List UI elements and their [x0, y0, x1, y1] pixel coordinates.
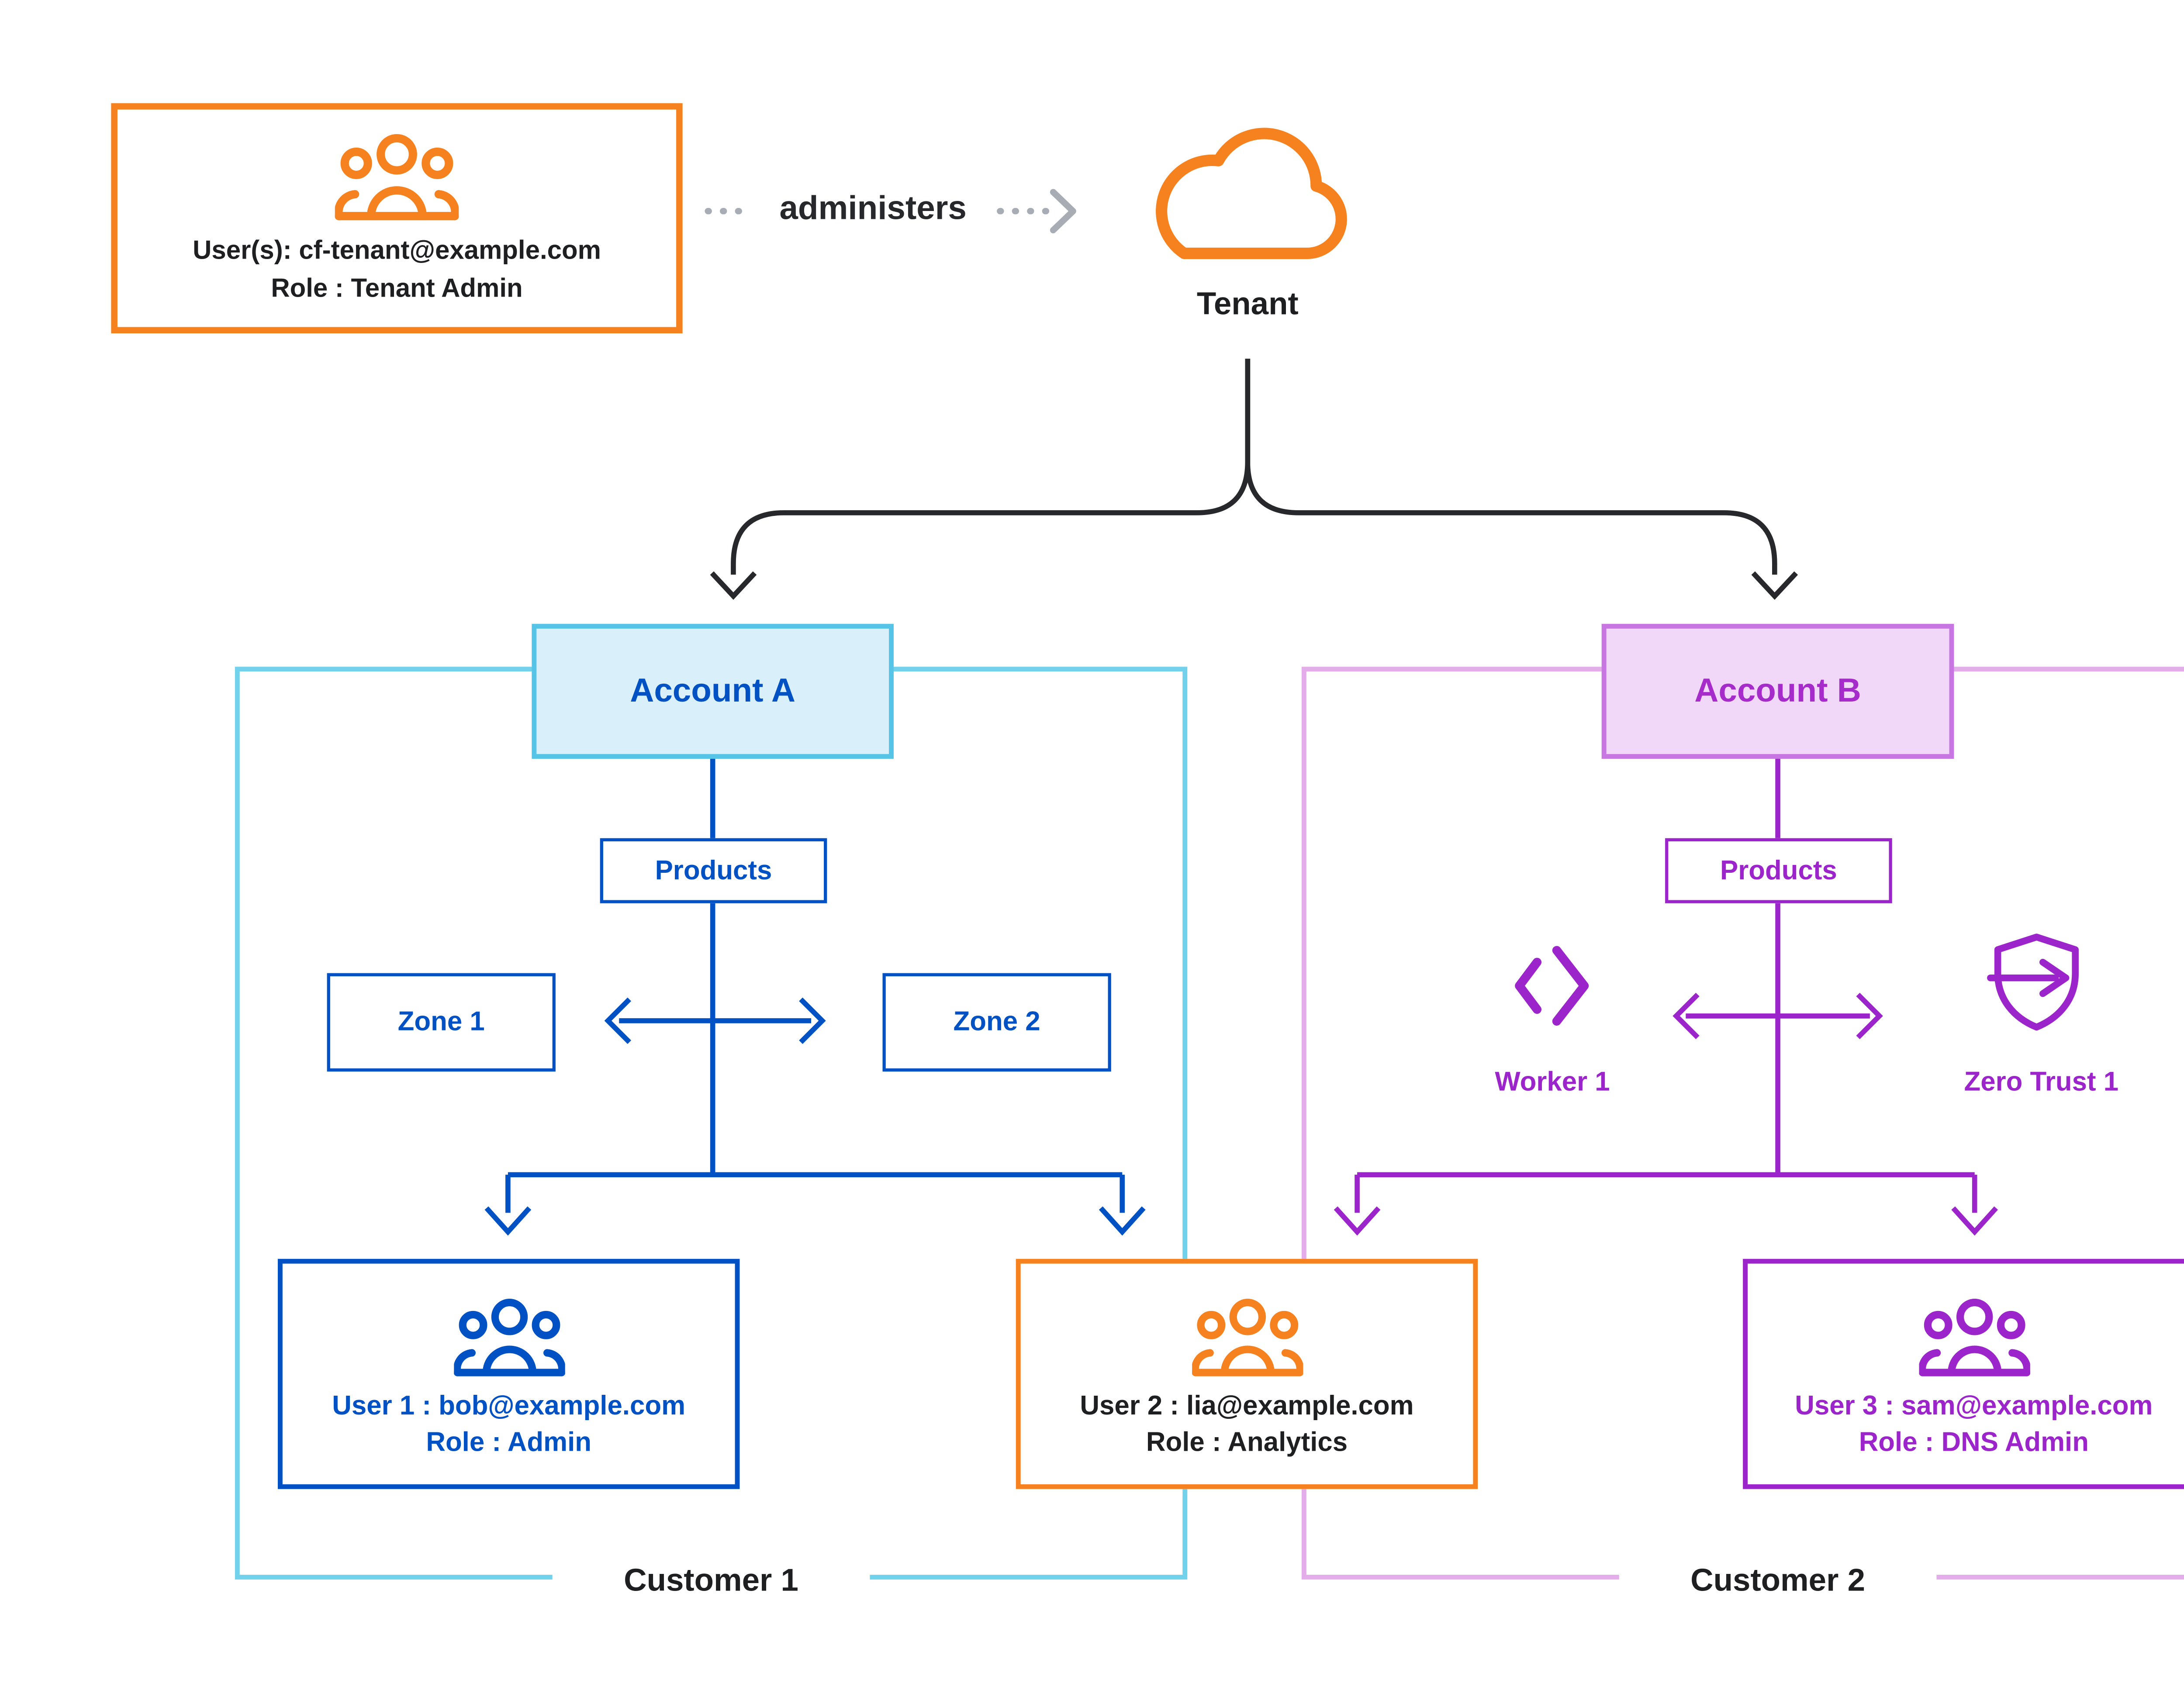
- users-group-icon: [453, 1298, 564, 1376]
- products-b-label: Products: [1720, 854, 1837, 885]
- account-a-box: Account A: [532, 624, 894, 759]
- zone1-label: Zone 1: [397, 1006, 485, 1037]
- products-a-box: Products: [600, 838, 827, 903]
- worker-label: Worker 1: [1495, 1067, 1610, 1097]
- user3-role-text: Role : DNS Admin: [1859, 1426, 2089, 1457]
- administers-label: administers: [779, 190, 967, 227]
- tenant-label: Tenant: [1196, 287, 1299, 322]
- user1-email-text: User 1 : bob@example.com: [332, 1390, 686, 1420]
- user3-email-text: User 3 : sam@example.com: [1795, 1390, 2153, 1420]
- zero-trust-shield-icon: [1984, 929, 2089, 1034]
- customer2-label: Customer 2: [1619, 1557, 1937, 1605]
- user2-email-text: User 2 : lia@example.com: [1080, 1390, 1414, 1420]
- users-group-icon: [335, 135, 459, 221]
- account-a-title: Account A: [630, 672, 796, 709]
- account-b-title: Account B: [1694, 672, 1861, 709]
- tenant-admin-role-text: Role : Tenant Admin: [271, 273, 523, 303]
- customer1-label: Customer 1: [552, 1557, 870, 1605]
- user1-role-text: Role : Admin: [426, 1426, 592, 1457]
- tenant-cloud-icon: [1121, 95, 1375, 280]
- zone2-label: Zone 2: [953, 1006, 1040, 1037]
- tenant-admin-users-text: User(s): cf-tenant@example.com: [193, 237, 601, 266]
- user2-box: User 2 : lia@example.com Role : Analytic…: [1016, 1259, 1478, 1489]
- products-a-label: Products: [655, 854, 772, 885]
- products-b-box: Products: [1665, 838, 1892, 903]
- users-group-icon: [1918, 1298, 2030, 1376]
- user3-box: User 3 : sam@example.com Role : DNS Admi…: [1743, 1259, 2184, 1489]
- user2-role-text: Role : Analytics: [1146, 1426, 1348, 1457]
- zone1-box: Zone 1: [327, 973, 556, 1072]
- tenant-admin-box: User(s): cf-tenant@example.com Role : Te…: [111, 103, 683, 334]
- workers-icon: [1502, 937, 1600, 1035]
- zone2-box: Zone 2: [882, 973, 1111, 1072]
- user1-box: User 1 : bob@example.com Role : Admin: [277, 1259, 740, 1489]
- account-b-box: Account B: [1601, 624, 1954, 759]
- users-group-icon: [1191, 1298, 1303, 1376]
- zero-trust-label: Zero Trust 1: [1964, 1067, 2119, 1097]
